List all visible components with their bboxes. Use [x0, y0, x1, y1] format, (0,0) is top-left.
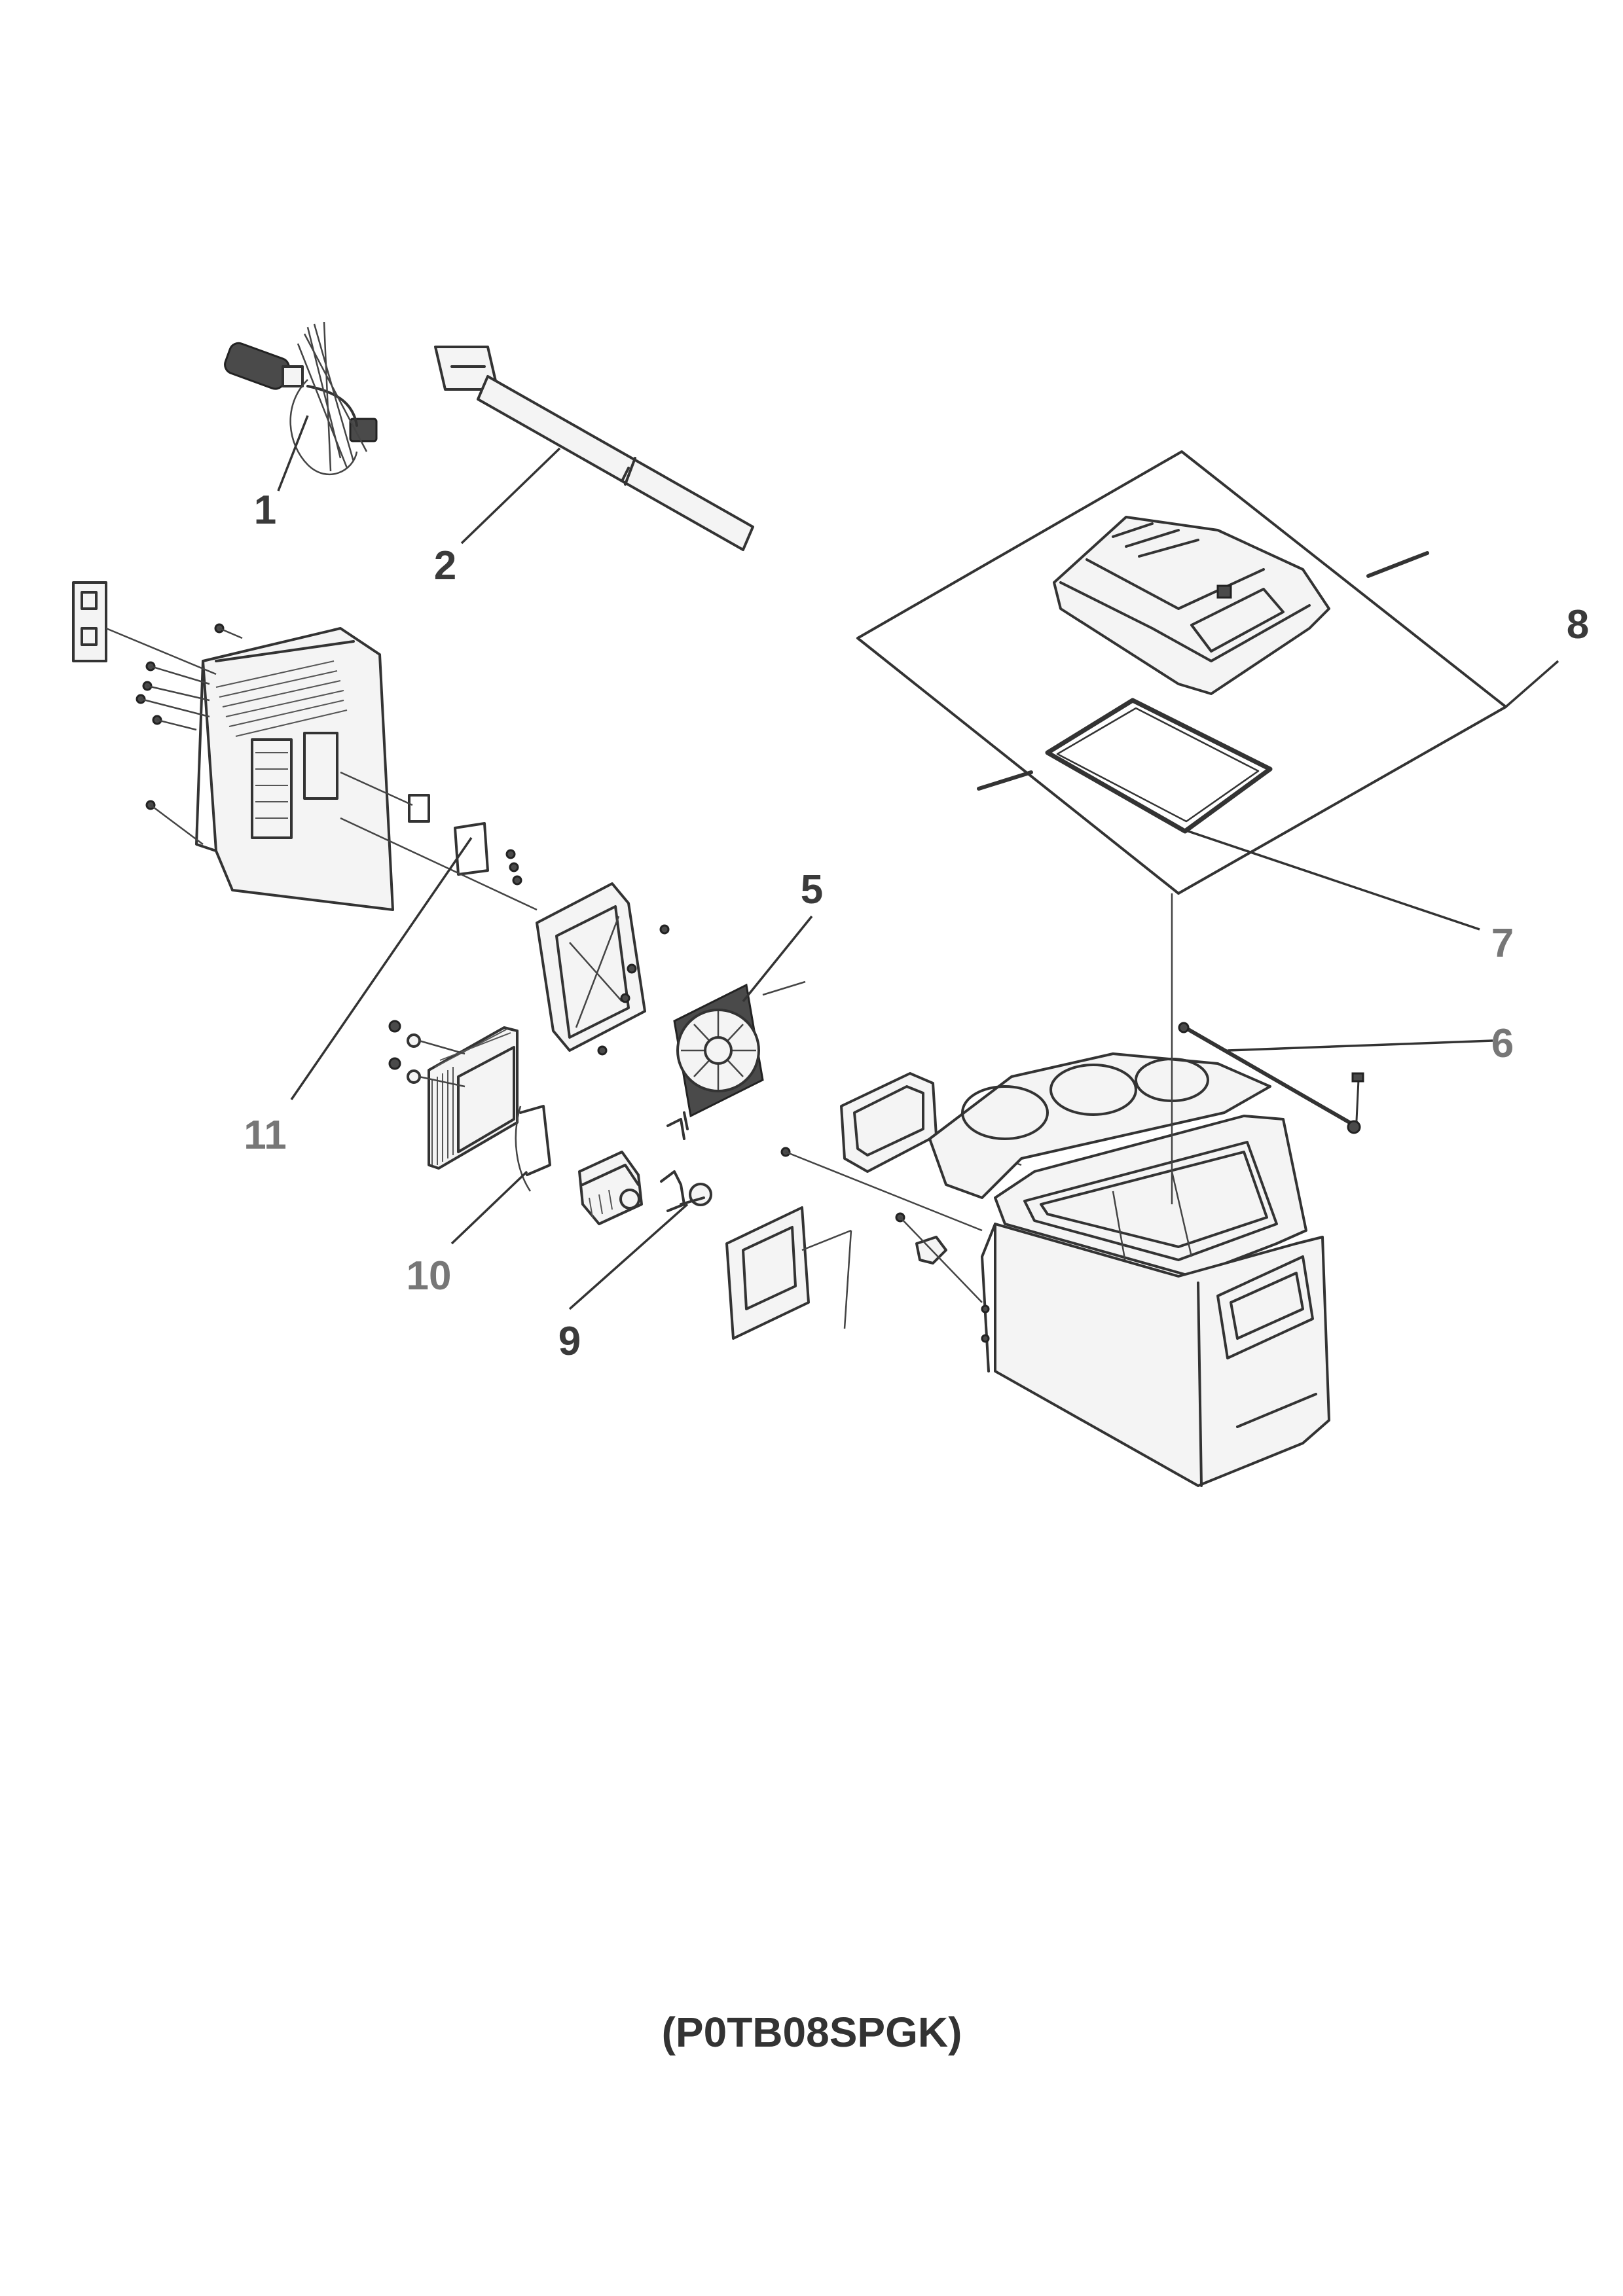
leader-2: [460, 447, 561, 545]
lid-pin-right: [1366, 551, 1429, 578]
power-cord-part: [224, 321, 378, 476]
leader-6: [1227, 1039, 1493, 1052]
leader-8: [1504, 660, 1559, 708]
rear-housing-part: [72, 581, 538, 911]
callout-6: 6: [1491, 1021, 1514, 1066]
strap-part: [434, 346, 754, 551]
leader-9: [568, 1203, 689, 1310]
cooler-body-part: [928, 1052, 1330, 1487]
duct-gasket-part: [780, 1072, 1022, 1303]
leader-11: [290, 837, 473, 1100]
lid-pin-left: [977, 770, 1033, 791]
callout-9: 9: [558, 1319, 581, 1364]
callout-8: 8: [1567, 602, 1589, 647]
callout-11: 11: [244, 1113, 287, 1158]
callout-2: 2: [434, 543, 456, 588]
callout-1: 1: [254, 488, 276, 533]
leader-7: [1178, 827, 1480, 931]
heat-sink-part: [388, 1020, 551, 1192]
callout-5: 5: [801, 867, 823, 912]
leader-1: [277, 415, 309, 492]
callout-10: 10: [407, 1253, 452, 1299]
callout-7: 7: [1491, 921, 1514, 966]
lid-part: [1053, 516, 1330, 695]
thermoelectric-module-part: [578, 1111, 852, 1340]
leader-5: [742, 915, 813, 1003]
fan-assembly-part: [536, 882, 806, 1118]
lid-gasket-part: [1045, 698, 1273, 834]
leader-10: [450, 1170, 528, 1245]
hinge-rod-part: [1178, 1022, 1364, 1134]
model-label: (P0TB08SPGK): [662, 2009, 962, 2056]
